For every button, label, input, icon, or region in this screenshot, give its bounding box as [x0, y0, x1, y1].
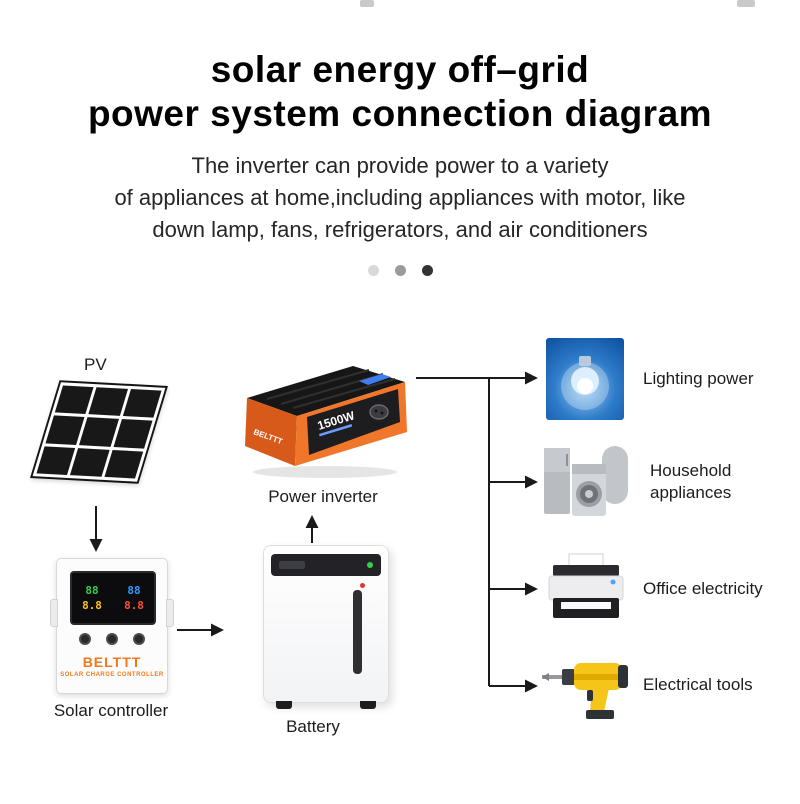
controller-brand-text: BELTTT — [82, 654, 142, 670]
battery-icon — [263, 545, 389, 709]
battery-handle — [353, 590, 362, 674]
household-appliances-icon — [544, 446, 628, 516]
controller-display: 88 88 8.8 8.8 — [70, 571, 156, 625]
power-inverter-label: Power inverter — [268, 487, 378, 506]
controller-buttons — [57, 633, 167, 645]
display-digit: 8.8 — [82, 599, 102, 612]
page-subtitle: The inverter can provide power to a vari… — [0, 150, 800, 246]
pv-label: PV — [84, 355, 107, 374]
display-digit: 88 — [85, 584, 99, 597]
title-line-1: solar energy off–grid — [210, 49, 590, 90]
subtitle-line-3: down lamp, fans, refrigerators, and air … — [152, 216, 648, 242]
top-edge-artifact — [737, 0, 755, 7]
page-title: solar energy off–grid power system conne… — [0, 48, 800, 137]
controller-subtitle-text: SOLAR CHARGE CONTROLLER — [60, 672, 164, 678]
drill-icon — [542, 663, 628, 719]
solar-panel-icon — [30, 380, 168, 484]
dot-2 — [394, 265, 406, 276]
top-edge-artifact — [360, 0, 374, 7]
subtitle-line-2: of appliances at home,including applianc… — [114, 184, 686, 210]
battery-foot — [276, 701, 292, 709]
light-bulb-icon — [546, 338, 624, 420]
dot-1 — [367, 265, 379, 276]
title-line-2: power system connection diagram — [87, 93, 713, 135]
printer-icon — [548, 553, 624, 618]
pagination-dots — [0, 265, 800, 276]
subtitle-line-1: The inverter can provide power to a vari… — [191, 153, 609, 178]
solar-controller-label: Solar controller — [53, 701, 169, 720]
display-digit: 88 — [127, 584, 141, 597]
battery-label: Battery — [286, 717, 340, 736]
battery-foot — [360, 701, 376, 709]
lighting-power-label: Lighting power — [643, 369, 754, 388]
battery-led — [360, 583, 365, 588]
dot-3 — [421, 265, 433, 276]
office-electricity-label: Office electricity — [643, 579, 763, 598]
battery-control-panel — [271, 554, 381, 576]
electrical-tools-label: Electrical tools — [643, 675, 753, 694]
display-digit: 8.8 — [124, 599, 144, 612]
solar-controller-icon: 88 88 8.8 8.8 BELTTT SOLAR CHARGE CONTRO… — [50, 558, 174, 694]
household-appliances-label: Household appliances — [650, 461, 732, 502]
power-inverter-icon: 1500W BELTTT — [245, 366, 407, 478]
